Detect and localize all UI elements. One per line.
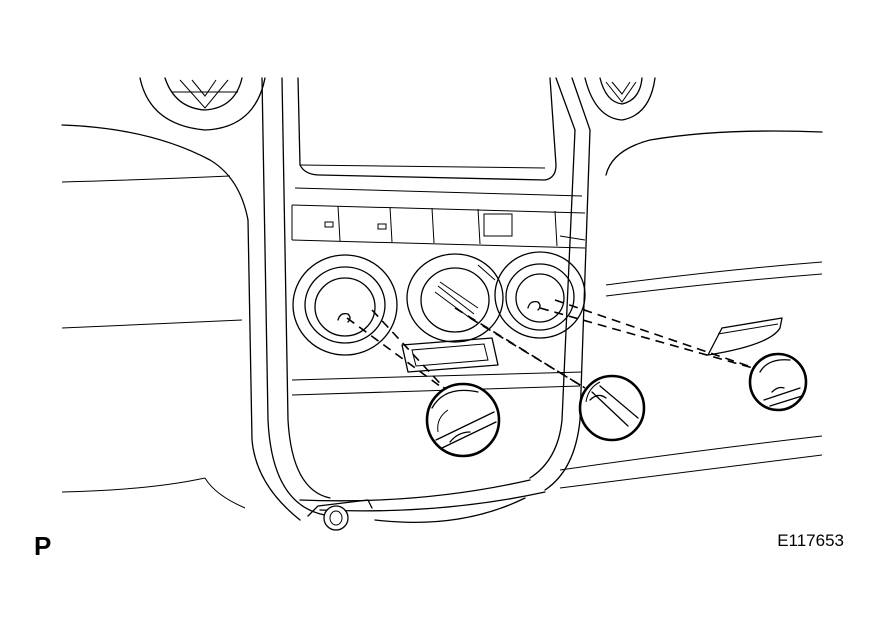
right-knob-socket [494,251,586,339]
alignment-lines [346,299,761,393]
removed-knob-center [578,374,646,442]
center-console [261,77,591,524]
removed-knob-right [748,352,808,412]
right-side-handle [707,317,783,356]
removed-knob-left [425,382,501,458]
figure-id-label: E117653 [777,531,844,550]
view-code-label: P [34,531,52,561]
center-knob-socket [406,253,504,343]
center-slot [401,337,499,373]
right-dashboard-panel [559,130,823,489]
left-air-vent [139,77,266,131]
left-dashboard-panel [61,124,301,521]
right-air-vent [584,77,656,121]
bottom-clip [307,499,373,531]
left-knob-socket [292,254,398,356]
